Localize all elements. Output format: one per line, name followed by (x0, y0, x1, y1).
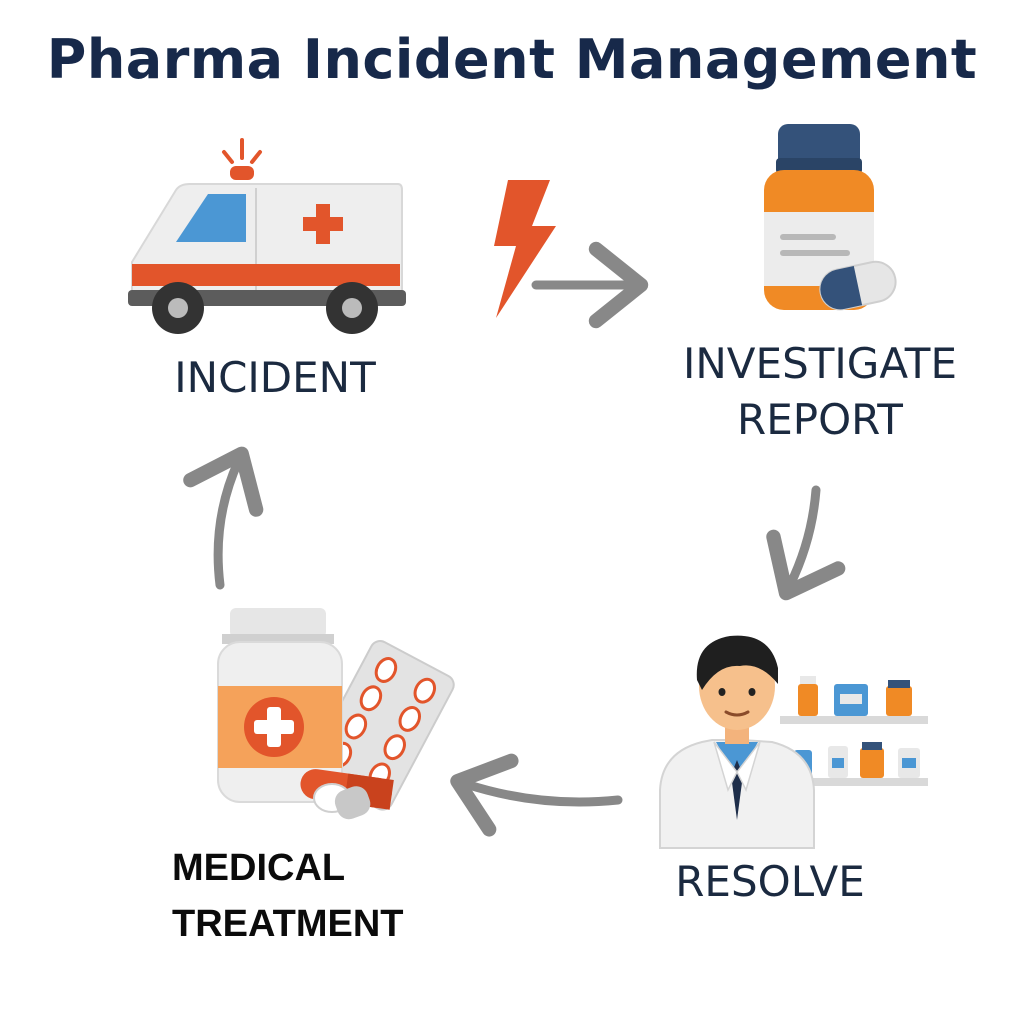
arrow-medical-to-incident (183, 446, 264, 590)
step-label-medical-treatment: MEDICAL TREATMENT (172, 847, 404, 945)
medicine-bottle-icon (764, 124, 897, 311)
lightning-icon (494, 180, 556, 318)
blister-pack-icon (308, 640, 455, 811)
arrow-investigate-to-resolve (766, 485, 846, 601)
pharmacy-shelf-icon (780, 676, 928, 786)
pill-bottle-icon (217, 608, 455, 820)
step-label-investigate-report: INVESTIGATE REPORT (683, 339, 957, 444)
arrow-resolve-to-medical (450, 753, 623, 837)
step-label-incident: INCIDENT (174, 353, 376, 402)
page-title: Pharma Incident Management (46, 28, 978, 91)
ambulance-icon (128, 138, 406, 334)
step-label-resolve: RESOLVE (675, 857, 865, 906)
pharmacist-icon (659, 635, 928, 849)
